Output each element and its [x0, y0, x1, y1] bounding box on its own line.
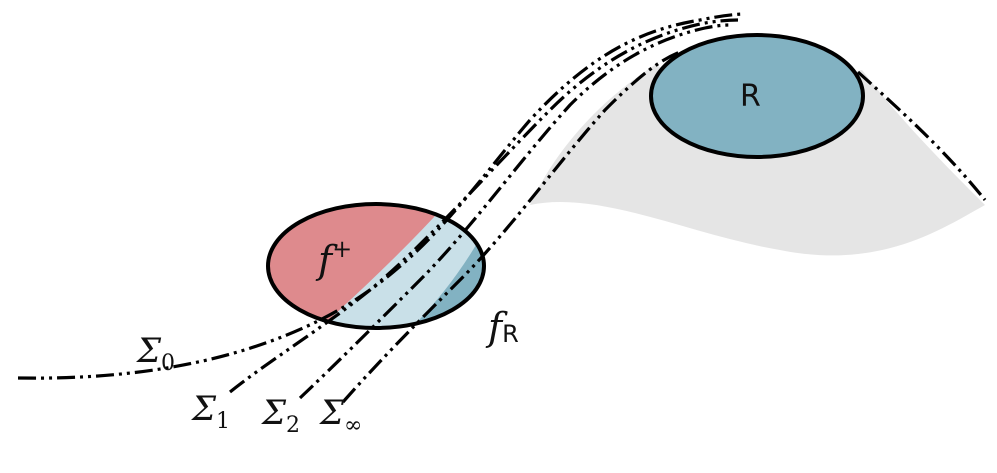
label-sigma-0: Σ0 [135, 331, 175, 376]
shadow-region [530, 65, 985, 256]
label-r: R [740, 79, 761, 114]
r-region [649, 33, 865, 159]
label-sigma-infinity: Σ∞ [318, 393, 362, 438]
curve-sigma-infinity [341, 50, 681, 404]
label-f-r: fR [485, 305, 519, 349]
label-sigma-1: Σ1 [190, 389, 230, 434]
curve-right-boundary [856, 70, 987, 201]
small-ellipse-outline [266, 202, 486, 330]
curve-sigma-2 [298, 23, 731, 400]
label-sigma-2: Σ2 [260, 393, 300, 438]
